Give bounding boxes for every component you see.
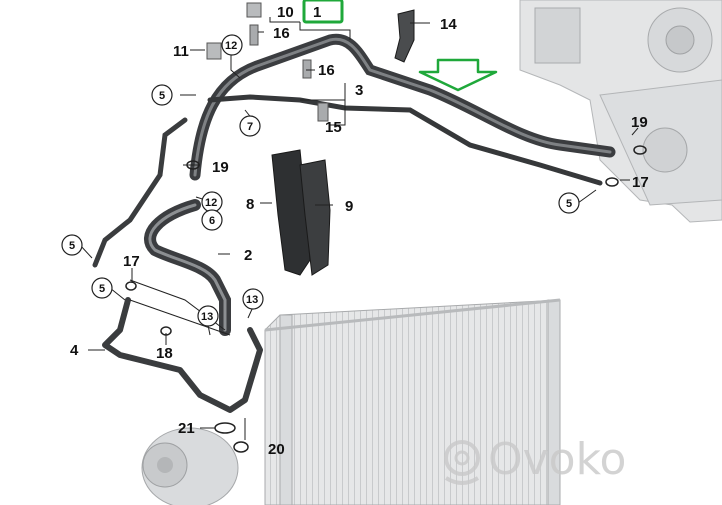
label-1-highlight-box: [302, 0, 344, 24]
label-20: 20: [268, 441, 285, 458]
svg-text:5: 5: [69, 240, 75, 252]
label-11: 11: [173, 43, 189, 60]
label-10: 10: [277, 4, 294, 21]
circled-label-5-b: 5: [558, 192, 580, 214]
label-18: 18: [156, 345, 173, 362]
bracket-14: [394, 9, 415, 63]
svg-text:7: 7: [247, 121, 253, 133]
label-21: 21: [178, 420, 195, 437]
hose-5: [92, 117, 188, 268]
circled-label-5-c: 5: [61, 234, 83, 256]
hose-3-pressure-line: [207, 94, 603, 186]
valve-caps: [206, 2, 329, 122]
circled-label-5-a: 5: [151, 84, 173, 106]
svg-text:5: 5: [99, 283, 105, 295]
circled-label-6: 6: [201, 209, 223, 231]
label-17-right: 17: [632, 174, 649, 191]
bracket-8-9: [271, 149, 331, 276]
compressor: [141, 427, 239, 505]
direction-arrow: [418, 58, 498, 92]
label-14: 14: [440, 16, 457, 33]
label-17-left: 17: [123, 253, 140, 270]
watermark-logo-icon: [444, 440, 480, 485]
circled-label-13-left: 13: [197, 305, 219, 327]
circled-label-7: 7: [239, 115, 261, 137]
label-1: 1: [313, 4, 321, 21]
svg-text:12: 12: [225, 40, 237, 52]
svg-text:12: 12: [205, 197, 217, 209]
svg-text:5: 5: [159, 90, 165, 102]
part-labels: 1 10 16 14 11 16 3 15 19 19 17 8 9 2 17 …: [70, 0, 649, 458]
label-3: 3: [355, 82, 363, 99]
label-19-left: 19: [212, 159, 229, 176]
label-16-top: 16: [273, 25, 290, 42]
svg-text:6: 6: [209, 215, 215, 227]
svg-text:13: 13: [246, 294, 258, 306]
circled-label-13-right: 13: [242, 288, 264, 310]
label-4: 4: [70, 342, 79, 359]
hose-1-suction-line: [189, 33, 616, 181]
circled-labels: 12 5 7 12 6 5 5 5: [61, 34, 580, 327]
watermark: Ovoko: [444, 434, 626, 485]
circled-label-12-top: 12: [221, 34, 243, 56]
svg-text:5: 5: [566, 198, 572, 210]
label-8: 8: [246, 196, 254, 213]
label-2: 2: [244, 247, 252, 264]
label-9: 9: [345, 198, 353, 215]
circled-label-12-mid: 12: [201, 191, 223, 213]
label-16-mid: 16: [318, 62, 335, 79]
label-19-right: 19: [631, 114, 648, 131]
hose-2: [144, 199, 231, 336]
circled-label-5-d: 5: [91, 277, 113, 299]
condenser: [264, 298, 561, 505]
label-15: 15: [325, 119, 342, 136]
watermark-text: Ovoko: [488, 434, 626, 485]
hose-4: [102, 297, 263, 413]
hvac-housing: [519, 0, 722, 223]
o-rings: [125, 145, 647, 453]
svg-text:13: 13: [201, 311, 213, 323]
